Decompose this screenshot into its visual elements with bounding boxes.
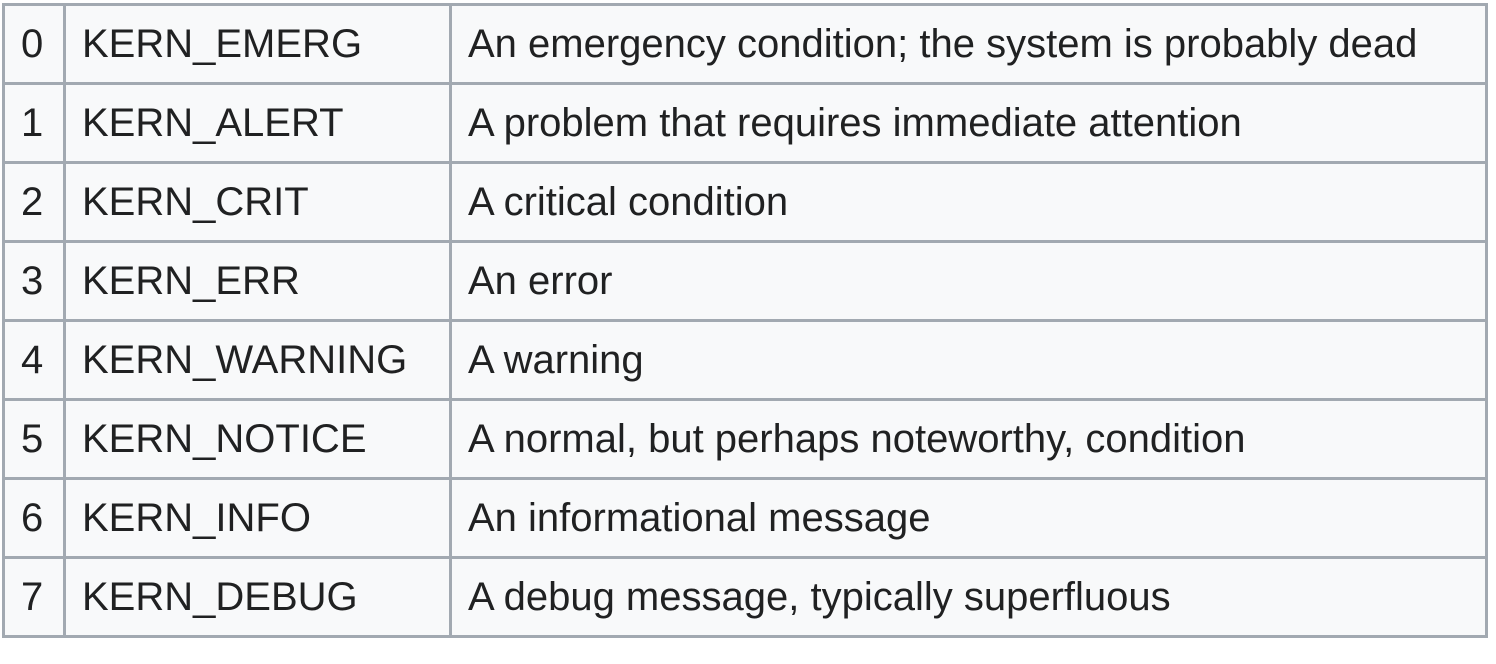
table-row: 6 KERN_INFO An informational message <box>2 477 1488 559</box>
log-level-number: 2 <box>2 161 66 243</box>
log-level-name: KERN_ERR <box>63 240 452 322</box>
table-row: 4 KERN_WARNING A warning <box>2 319 1488 401</box>
log-level-name: KERN_INFO <box>63 477 452 559</box>
log-level-description: A warning <box>449 319 1488 401</box>
log-level-description: An emergency condition; the system is pr… <box>449 3 1488 85</box>
log-level-description: An error <box>449 240 1488 322</box>
log-level-number: 0 <box>2 3 66 85</box>
log-level-number: 3 <box>2 240 66 322</box>
log-level-table: 0 KERN_EMERG An emergency condition; the… <box>2 3 1488 638</box>
log-level-description: A critical condition <box>449 161 1488 243</box>
log-level-name: KERN_DEBUG <box>63 556 452 638</box>
log-level-table-body: 0 KERN_EMERG An emergency condition; the… <box>2 3 1488 638</box>
log-level-name: KERN_WARNING <box>63 319 452 401</box>
log-level-name: KERN_EMERG <box>63 3 452 85</box>
log-level-name: KERN_NOTICE <box>63 398 452 480</box>
table-row: 7 KERN_DEBUG A debug message, typically … <box>2 556 1488 638</box>
table-row: 1 KERN_ALERT A problem that requires imm… <box>2 82 1488 164</box>
log-level-description: An informational message <box>449 477 1488 559</box>
log-level-number: 4 <box>2 319 66 401</box>
log-level-description: A problem that requires immediate attent… <box>449 82 1488 164</box>
table-row: 2 KERN_CRIT A critical condition <box>2 161 1488 243</box>
log-level-number: 5 <box>2 398 66 480</box>
log-level-description: A debug message, typically superfluous <box>449 556 1488 638</box>
log-level-number: 1 <box>2 82 66 164</box>
table-row: 5 KERN_NOTICE A normal, but perhaps note… <box>2 398 1488 480</box>
log-level-description: A normal, but perhaps noteworthy, condit… <box>449 398 1488 480</box>
log-level-number: 7 <box>2 556 66 638</box>
log-level-name: KERN_CRIT <box>63 161 452 243</box>
log-level-name: KERN_ALERT <box>63 82 452 164</box>
log-level-number: 6 <box>2 477 66 559</box>
table-row: 3 KERN_ERR An error <box>2 240 1488 322</box>
table-row: 0 KERN_EMERG An emergency condition; the… <box>2 3 1488 85</box>
